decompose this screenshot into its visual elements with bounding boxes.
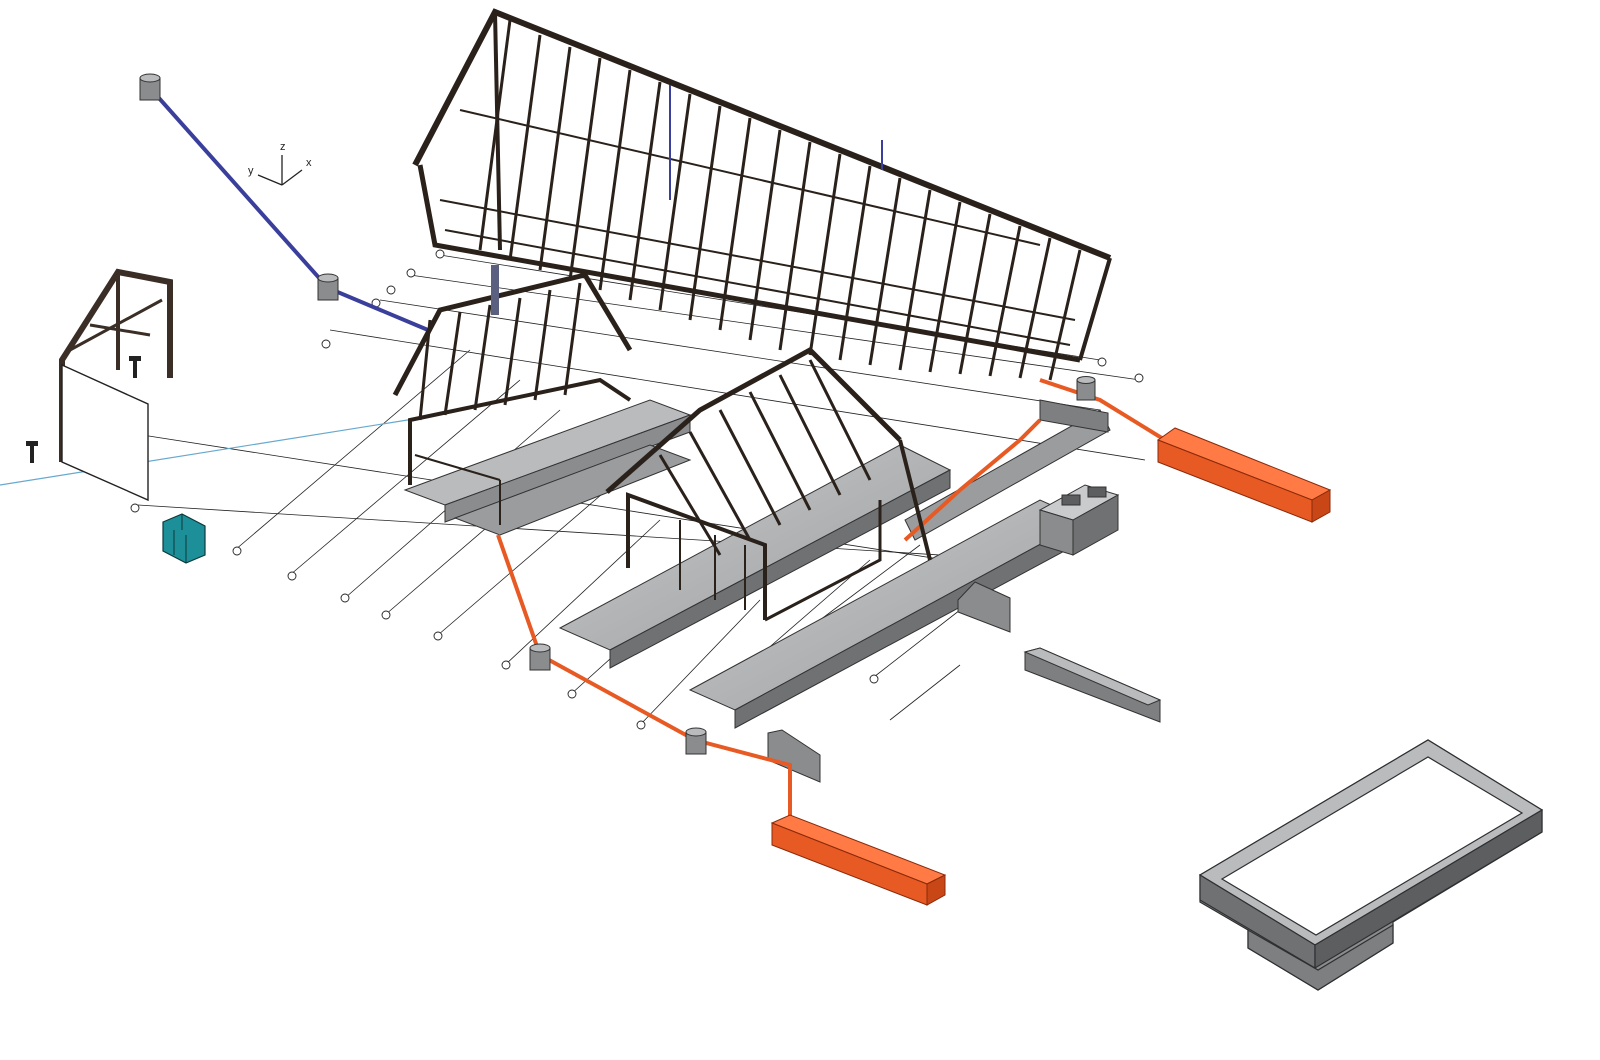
exploded-foundation-ring (1198, 739, 1544, 991)
timber-frame-annex (392, 265, 633, 525)
post-markers (26, 356, 141, 463)
axis-z-label: z (280, 141, 286, 153)
water-tank-upper (139, 73, 161, 101)
axis-x-label: x (306, 157, 312, 169)
drain-pits (529, 376, 1096, 755)
water-supply-line (139, 73, 429, 332)
water-tank-lower (317, 273, 339, 301)
concrete-foundation-beams (403, 399, 1111, 729)
grid-markers (101, 249, 1144, 730)
axis-y-label: y (248, 165, 254, 177)
soakaway-upper (1156, 427, 1332, 523)
timber-frame-entry-porch (605, 346, 932, 622)
detached-timber-gable-frame (59, 268, 173, 502)
soakaway-lower (770, 814, 947, 906)
timber-frame-main-house (412, 8, 1112, 381)
stormwater-blocks (767, 581, 1162, 783)
septic-tank (1038, 484, 1120, 556)
heat-pump-unit (162, 513, 206, 564)
axis-indicator (257, 155, 303, 186)
